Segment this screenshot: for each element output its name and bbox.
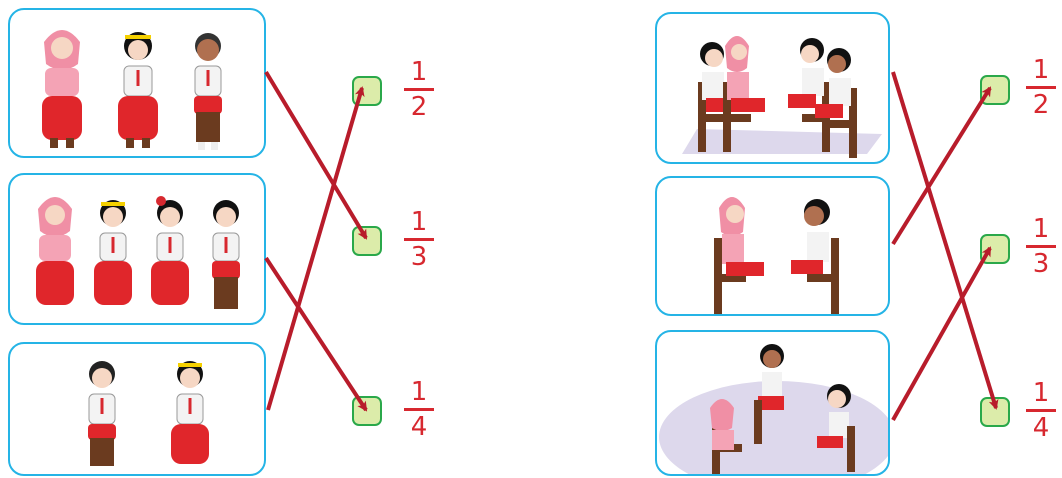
fraction-left-third: 1 3	[402, 207, 436, 272]
four-children-sitting-icon	[36, 196, 240, 309]
two-children-sitting-icon	[88, 361, 209, 466]
arrow-four-to-quarter	[264, 256, 368, 412]
answer-box-right-quarter[interactable]	[980, 397, 1010, 427]
numerator: 1	[1032, 55, 1050, 85]
fraction-right-half: 1 2	[1024, 55, 1058, 120]
right-card-two-children-facing	[655, 176, 890, 316]
fraction-bar	[404, 238, 434, 241]
left-card-two-children	[8, 342, 266, 476]
denominator: 3	[1032, 248, 1050, 279]
answer-box-right-third[interactable]	[980, 234, 1010, 264]
right-card-three-children-circle	[655, 330, 890, 476]
denominator: 2	[1032, 89, 1050, 120]
arrow-two-facing-to-half	[891, 86, 992, 246]
three-children-sitting-icon	[42, 30, 222, 150]
two-children-chairs-facing-icon	[714, 197, 839, 314]
arrow-two-to-half	[266, 86, 365, 411]
fraction-right-third: 1 3	[1024, 214, 1058, 279]
right-card-four-children-facing	[655, 12, 890, 164]
fraction-right-quarter: 1 4	[1024, 378, 1058, 443]
answer-box-right-half[interactable]	[980, 75, 1010, 105]
numerator: 1	[410, 57, 428, 87]
fraction-left-quarter: 1 4	[402, 377, 436, 442]
numerator: 1	[410, 377, 428, 407]
numerator: 1	[1032, 214, 1050, 244]
numerator: 1	[1032, 378, 1050, 408]
three-children-chairs-circle-icon	[659, 344, 888, 474]
answer-box-left-half[interactable]	[352, 76, 382, 106]
arrow-three-to-third	[264, 70, 368, 240]
fraction-bar	[1026, 245, 1056, 248]
fraction-bar	[1026, 409, 1056, 412]
numerator: 1	[410, 207, 428, 237]
fraction-bar	[1026, 86, 1056, 89]
denominator: 4	[410, 411, 428, 442]
left-card-three-children	[8, 8, 266, 158]
denominator: 3	[410, 241, 428, 272]
fraction-left-half: 1 2	[402, 57, 436, 122]
answer-box-left-quarter[interactable]	[352, 396, 382, 426]
answer-box-left-third[interactable]	[352, 226, 382, 256]
fraction-bar	[404, 408, 434, 411]
left-card-four-children	[8, 173, 266, 325]
fraction-bar	[404, 88, 434, 91]
denominator: 2	[410, 91, 428, 122]
four-children-chairs-facing-icon	[682, 36, 882, 158]
arrow-three-circle-to-third	[891, 246, 992, 421]
denominator: 4	[1032, 412, 1050, 443]
